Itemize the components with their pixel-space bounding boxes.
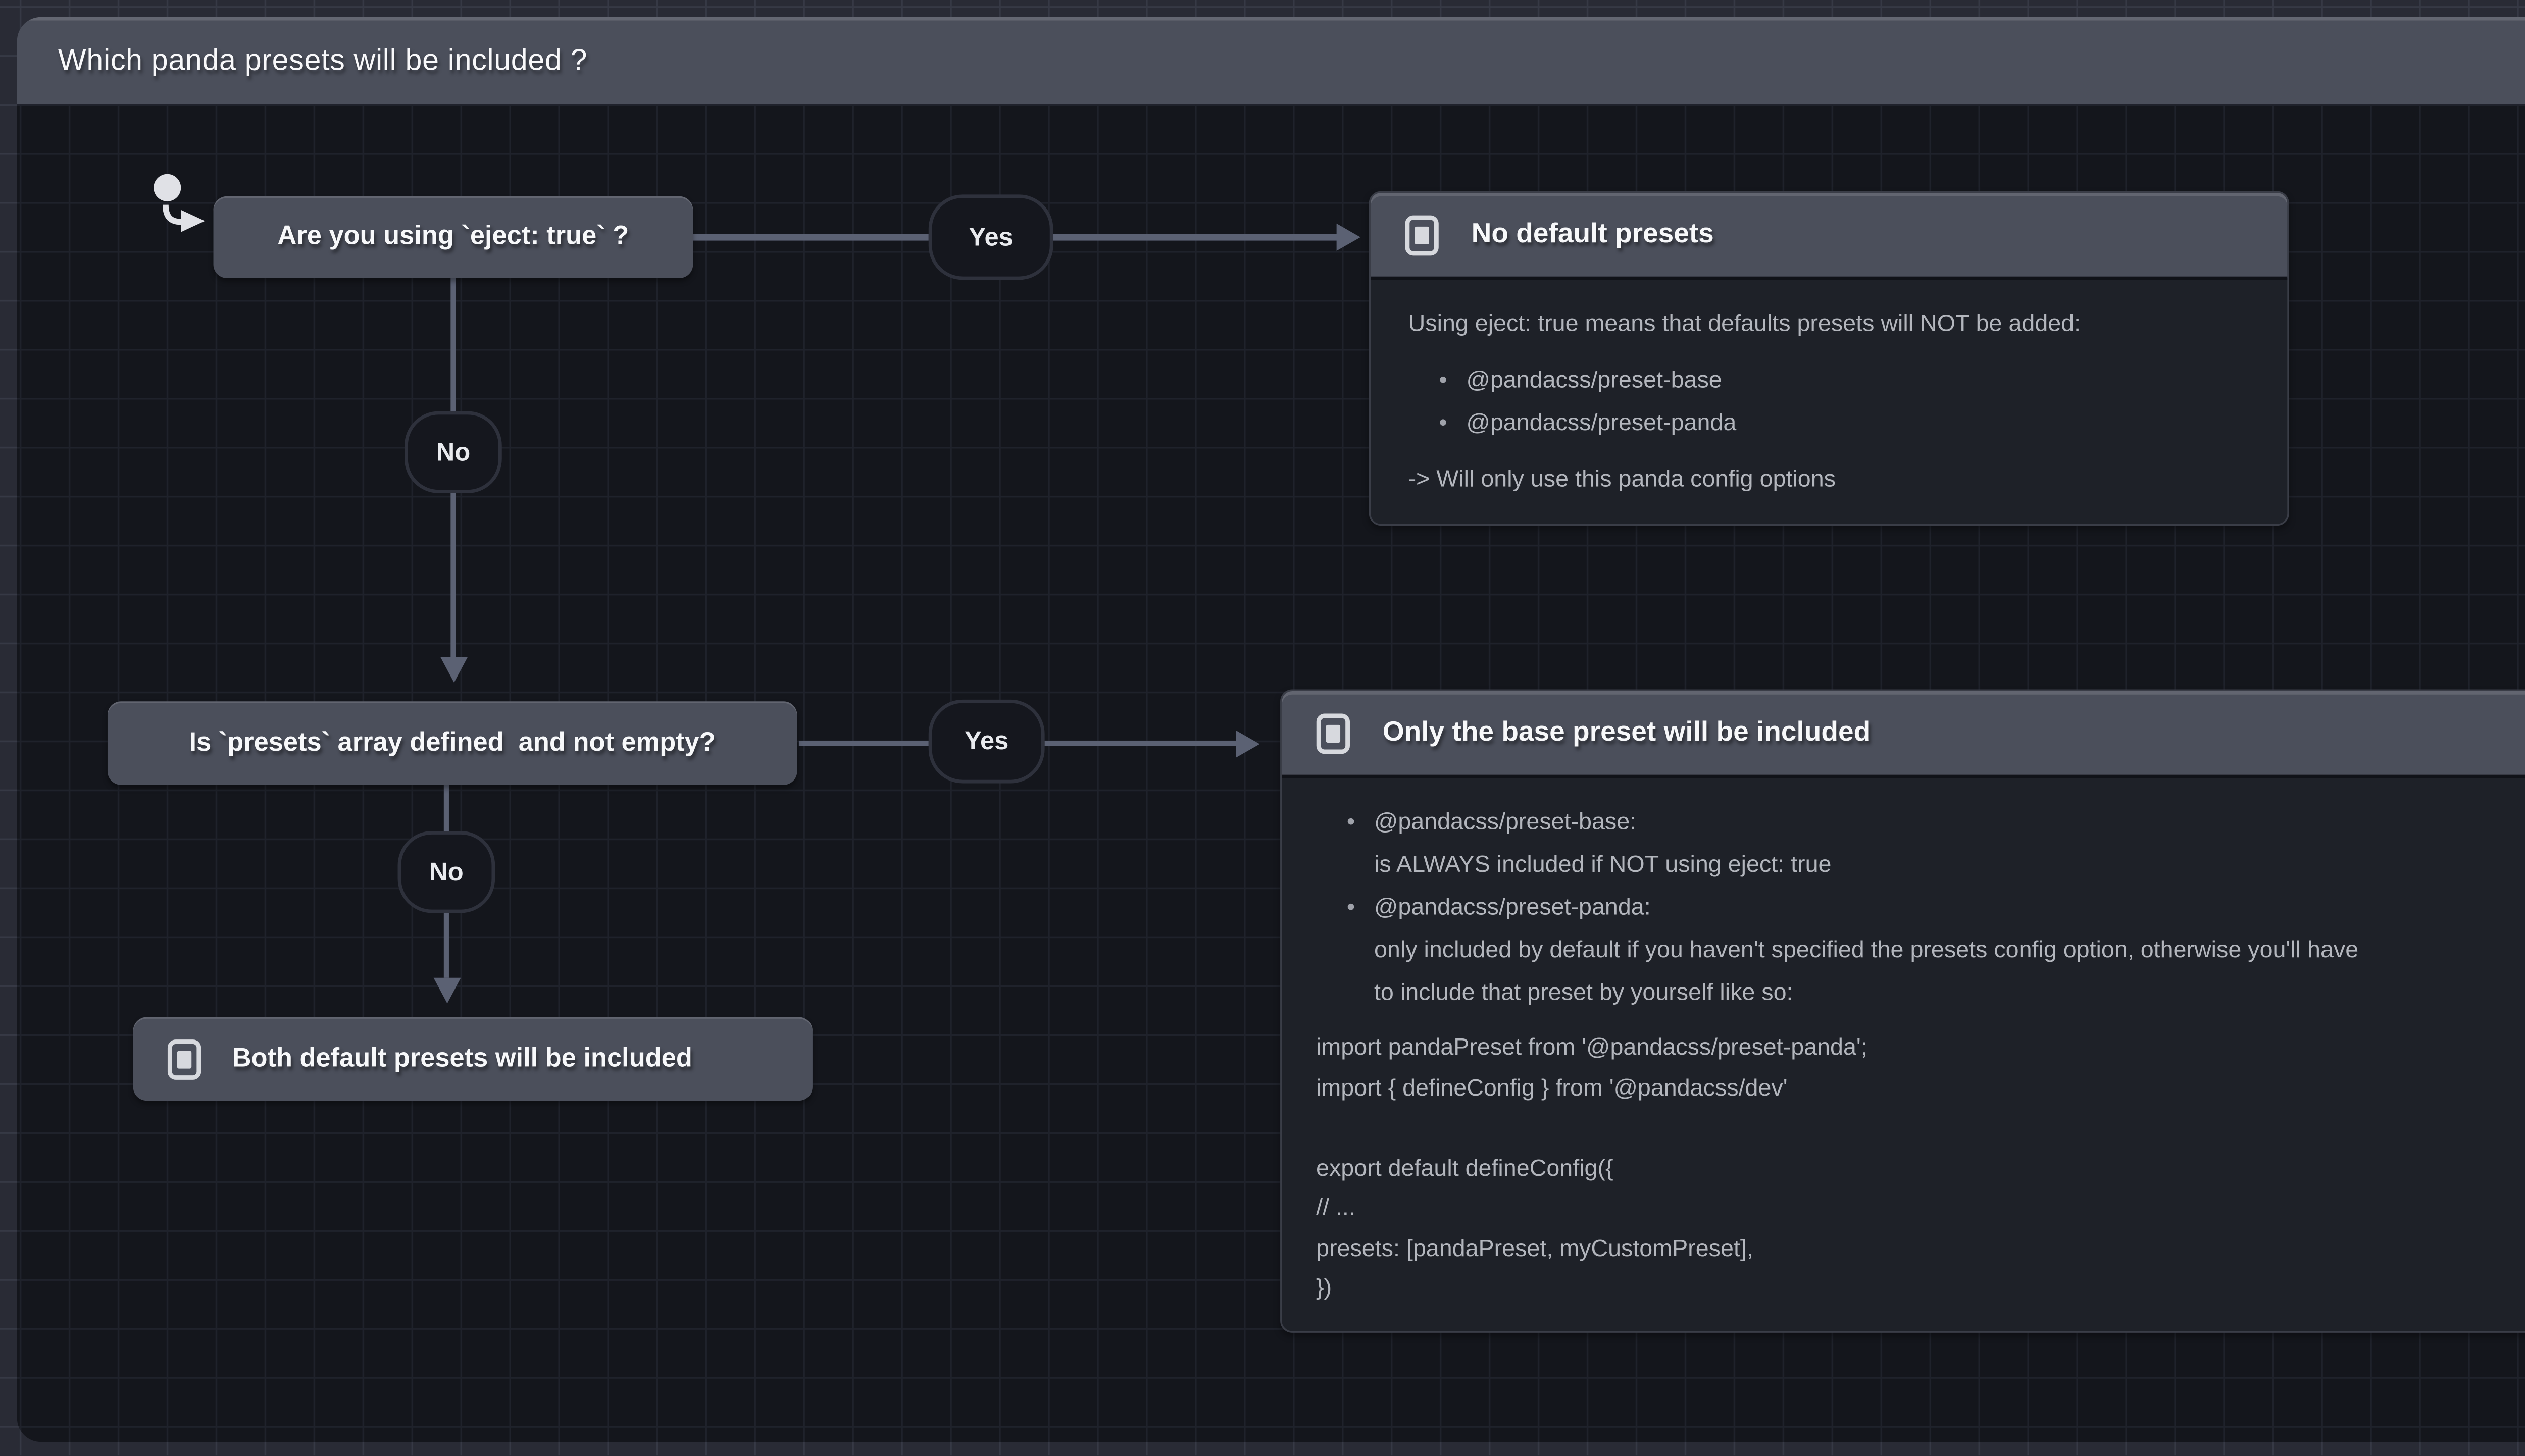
node-label: Both default presets will be included bbox=[232, 1043, 692, 1073]
frame-title-bar[interactable]: Which panda presets will be included ? bbox=[17, 17, 2525, 105]
edge-label-text: No bbox=[436, 437, 471, 467]
edge-label-yes-1[interactable]: Yes bbox=[928, 194, 1053, 280]
list-item-continuation: only included by default if you haven't … bbox=[1374, 937, 2359, 963]
node-question-presets-array[interactable]: Is `presets` array defined and not empty… bbox=[107, 701, 797, 785]
frame-box-icon bbox=[167, 1038, 201, 1079]
list-item: • @pandacss/preset-base: bbox=[1316, 800, 2525, 843]
result-box-no-default-presets[interactable]: No default presets Using eject: true mea… bbox=[1369, 191, 2289, 526]
list-item-continuation: to include that preset by yourself like … bbox=[1374, 979, 1793, 1005]
arrow-q1-to-yes[interactable] bbox=[693, 234, 929, 240]
node-question-eject[interactable]: Are you using `eject: true` ? bbox=[213, 196, 693, 278]
node-label: Is `presets` array defined and not empty… bbox=[189, 727, 716, 757]
list-item-continuation: is ALWAYS included if NOT using eject: t… bbox=[1374, 851, 1832, 877]
box-body: Using eject: true means that defaults pr… bbox=[1371, 280, 2287, 522]
code-line: import pandaPreset from '@pandacss/prese… bbox=[1316, 1034, 1867, 1060]
edge-label-no-2[interactable]: No bbox=[397, 831, 495, 913]
node-result-both-presets[interactable]: Both default presets will be included bbox=[133, 1017, 813, 1101]
arrowhead-right-1 bbox=[1336, 223, 1360, 251]
code-line: export default defineConfig({ bbox=[1316, 1154, 1613, 1180]
list-item: • @pandacss/preset-base bbox=[1408, 358, 2250, 401]
frame-canvas[interactable]: Are you using `eject: true` ? Yes No bbox=[17, 104, 2525, 1442]
arrow-yes-to-base-only[interactable] bbox=[1044, 740, 1238, 746]
edge-label-yes-2[interactable]: Yes bbox=[928, 699, 1045, 784]
code-line: presets: [pandaPreset, myCustomPreset], bbox=[1316, 1234, 1753, 1261]
code-line bbox=[1316, 1108, 2525, 1148]
box-title: No default presets bbox=[1471, 218, 1714, 249]
edge-label-no-1[interactable]: No bbox=[405, 411, 502, 493]
list-item: • @pandacss/preset-panda: bbox=[1316, 886, 2525, 928]
box-outro-text: -> Will only use this panda config optio… bbox=[1408, 465, 1836, 492]
result-box-base-preset[interactable]: Only the base preset will be included • … bbox=[1280, 689, 2525, 1333]
box-header: Only the base preset will be included bbox=[1282, 691, 2525, 778]
code-line: import { defineConfig } from '@pandacss/… bbox=[1316, 1074, 1788, 1100]
edge-label-text: Yes bbox=[969, 223, 1013, 252]
box-header: No default presets bbox=[1371, 192, 2288, 280]
frame-box-icon bbox=[1405, 214, 1439, 255]
code-line: }) bbox=[1316, 1274, 1332, 1301]
box-body: • @pandacss/preset-base: is ALWAYS inclu… bbox=[1282, 778, 2525, 1308]
node-label: Are you using `eject: true` ? bbox=[277, 222, 629, 251]
arrow-yes-to-no-default[interactable] bbox=[1053, 234, 1338, 240]
arrowhead-right-2 bbox=[1236, 729, 1260, 757]
code-snippet: import pandaPreset from '@pandacss/prese… bbox=[1316, 1027, 2525, 1308]
diagram-frame: Which panda presets will be included ? A… bbox=[17, 17, 2525, 1442]
box-title: Only the base preset will be included bbox=[1382, 716, 1871, 748]
edge-label-text: Yes bbox=[964, 726, 1009, 756]
list-item: • @pandacss/preset-panda bbox=[1408, 401, 2250, 444]
code-line: // ... bbox=[1316, 1194, 1355, 1220]
edge-label-text: No bbox=[429, 857, 464, 887]
arrowhead-down-1 bbox=[439, 657, 467, 683]
click-cursor-icon bbox=[154, 174, 205, 232]
frame-box-icon bbox=[1316, 712, 1350, 753]
bullet-dot: • bbox=[1346, 894, 1355, 920]
bullet-dot: • bbox=[1346, 809, 1355, 835]
frame-title: Which panda presets will be included ? bbox=[58, 42, 588, 77]
arrow-q2-to-yes[interactable] bbox=[798, 740, 929, 746]
bullet-dot: • bbox=[1439, 409, 1447, 435]
arrowhead-down-2 bbox=[432, 977, 460, 1004]
box-intro-text: Using eject: true means that defaults pr… bbox=[1408, 310, 2081, 336]
bullet-dot: • bbox=[1439, 367, 1447, 393]
